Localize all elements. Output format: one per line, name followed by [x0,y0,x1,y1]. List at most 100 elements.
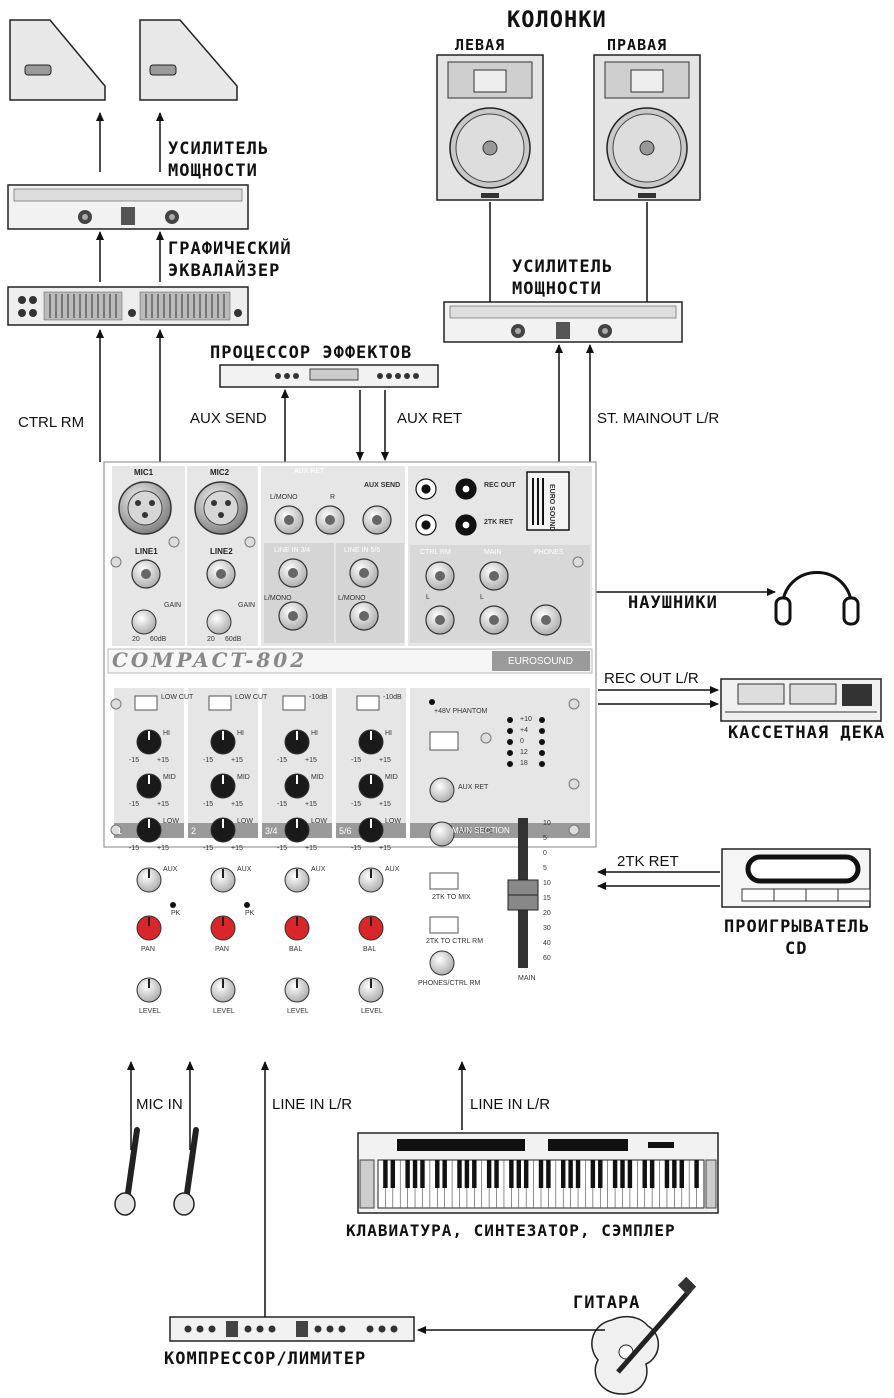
mid-knob[interactable] [358,773,384,799]
meter-level-label: +4 [520,727,528,734]
strip-level-label: LEVEL [287,1008,309,1015]
strip-number: 1 [117,826,123,836]
low-cut-button[interactable] [134,695,158,711]
black-key [390,1160,396,1188]
fader-mark-label: 10 [543,820,551,827]
signal-line-in-1: LINE IN L/R [272,1096,353,1113]
low-knob[interactable] [358,817,384,843]
strip-lowcut-label: -10dB [309,694,328,701]
level-knob[interactable] [210,977,236,1003]
level-knob[interactable] [136,977,162,1003]
mid-knob[interactable] [284,773,310,799]
mixer-gain-min-2: 20 [207,636,215,643]
mixer-mic1-label: MIC1 [134,468,154,477]
black-key [679,1160,684,1188]
strip-mid-label: MID [385,774,398,781]
main-2tk-to-ctrl: 2TK TO CTRL RM [426,938,484,945]
black-key [494,1160,499,1188]
black-key [664,1160,670,1188]
strip-hi-max: +15 [157,757,169,764]
cassette-label: КАССЕТНАЯ ДЕКА [728,723,886,743]
strip-hi-min: -15 [277,757,288,764]
hi-knob[interactable] [136,729,162,755]
meter-level-label: +10 [520,716,532,723]
aux-knob[interactable] [358,867,384,893]
low-knob[interactable] [136,817,162,843]
hi-knob[interactable] [358,729,384,755]
pan-knob[interactable] [136,915,162,941]
main-phones-ctrl: PHONES/CTRL RM [418,980,481,987]
speaker-left-label: ЛЕВАЯ [455,36,506,54]
strip-aux-label: AUX [163,866,178,873]
pan-knob[interactable] [210,915,236,941]
strip-pan-label: BAL [289,946,303,953]
black-key [442,1160,447,1188]
level-knob[interactable] [358,977,384,1003]
low-cut-button[interactable] [356,695,380,711]
strip-mid-min: -15 [277,801,288,808]
strip-low-label: LOW [163,818,179,825]
mixer-lmono-56: L/MONO [338,595,366,602]
aux-knob[interactable] [210,867,236,893]
strip-lowcut-label: LOW CUT [161,694,194,701]
main-fader-label: MAIN [518,975,536,982]
strip-mid-min: -15 [129,801,140,808]
black-key [435,1160,440,1188]
black-key [457,1160,462,1188]
compressor-limiter [169,1316,415,1342]
level-knob[interactable] [284,977,310,1003]
strip-low-label: LOW [311,818,327,825]
strip-number: 2 [191,826,197,836]
power-amp-left [7,184,249,230]
aux-knob[interactable] [284,867,310,893]
strip-aux-label: AUX [237,866,252,873]
mixer-ctrl-l: L [426,594,430,601]
mixer-aux-r: R [330,494,336,501]
low-cut-button[interactable] [282,695,306,711]
mixer-main-l: L [480,594,484,601]
mid-knob[interactable] [136,773,162,799]
guitar-label: ГИТАРА [573,1293,641,1313]
black-key [612,1160,618,1188]
black-key [464,1160,470,1188]
strip-low-max: +15 [305,845,317,852]
speakers-title: КОЛОНКИ [507,8,607,33]
strip-mid-label: MID [311,774,324,781]
mixer-model: COMPACT-802 [112,648,308,672]
mixer-phones: PHONES [534,549,564,556]
mid-knob[interactable] [210,773,236,799]
hi-knob[interactable] [210,729,236,755]
strip-pk-label: PK [171,910,181,917]
strip-hi-label: HI [163,730,170,737]
mixer-gain-max-2: 60dB [225,636,242,643]
amp-right-label-2: МОЩНОСТИ [512,279,602,299]
mixer-lmono-34: L/MONO [264,595,292,602]
black-key [509,1160,514,1188]
connections [96,112,776,1334]
strip-pan-label: PAN [141,946,155,953]
strip-low-max: +15 [379,845,391,852]
signal-ctrl-rm: CTRL RM [18,414,85,431]
microphone-1 [114,1127,140,1216]
main-2tk-to-mix: 2TK TO MIX [432,894,471,901]
low-knob[interactable] [210,817,236,843]
aux-knob[interactable] [136,867,162,893]
black-key [568,1160,573,1188]
eq-label-1: ГРАФИЧЕСКИЙ [168,239,292,259]
low-knob[interactable] [284,817,310,843]
pan-knob[interactable] [358,915,384,941]
black-key [523,1160,529,1188]
low-cut-button[interactable] [208,695,232,711]
pan-knob[interactable] [284,915,310,941]
strip-hi-max: +15 [305,757,317,764]
mixer-console [103,461,597,1003]
main-aux-send: AUX SEND [458,828,494,835]
hi-knob[interactable] [284,729,310,755]
strip-low-min: -15 [129,845,140,852]
amp-right-label-1: УСИЛИТЕЛЬ [512,257,614,277]
mixer-main-out: MAIN [484,549,502,556]
keyboard-label: КЛАВИАТУРА, СИНТЕЗАТОР, СЭМПЛЕР [346,1221,676,1240]
speaker-left [436,54,544,201]
strip-low-max: +15 [157,845,169,852]
